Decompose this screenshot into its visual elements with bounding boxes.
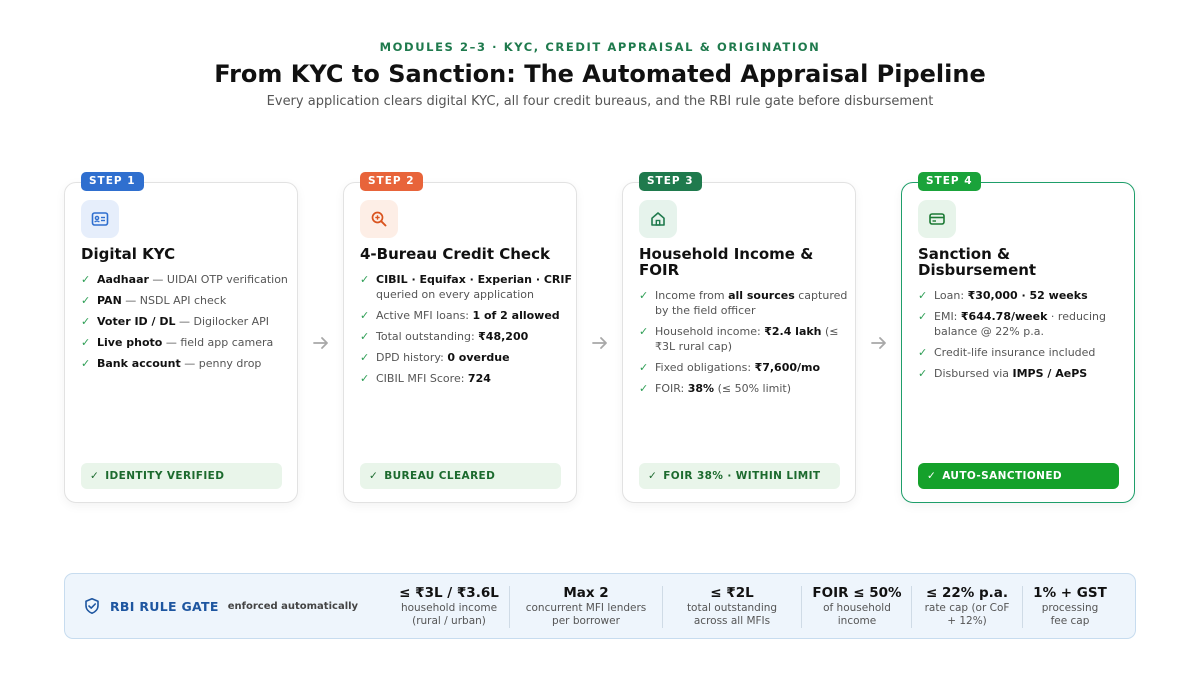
list-item: ✓Live photo — field app camera xyxy=(81,336,274,349)
step-card-kyc: STEP 1 Digital KYC ✓Aadhaar — UIDAI OTP … xyxy=(64,172,298,503)
card-title: 4-Bureau Credit Check xyxy=(360,245,550,263)
check-icon: ✓ xyxy=(927,470,937,482)
page-title: From KYC to Sanction: The Automated Appr… xyxy=(214,60,986,88)
arrow-right-icon xyxy=(313,337,328,349)
id-card-icon xyxy=(81,200,119,238)
divider xyxy=(911,586,912,628)
gate-subtitle: enforced automatically xyxy=(227,600,359,612)
list-item: ✓Disbursed via IMPS / AePS xyxy=(918,367,1088,380)
list-item: ✓Aadhaar — UIDAI OTP verification xyxy=(81,273,288,286)
gate-title: RBI RULE GATE xyxy=(110,598,219,614)
list-item: ✓DPD history: 0 overdue xyxy=(360,351,510,364)
check-list: ✓CIBIL · Equifax · Experian · CRIF queri… xyxy=(360,272,572,392)
check-icon: ✓ xyxy=(360,330,370,343)
step-card-bureau: STEP 2 4-Bureau Credit Check ✓CIBIL · Eq… xyxy=(343,172,577,503)
check-icon: ✓ xyxy=(639,325,649,338)
check-icon: ✓ xyxy=(81,273,91,286)
arrow-right-icon xyxy=(871,337,886,349)
list-item: ✓PAN — NSDL API check xyxy=(81,294,227,307)
card-title: Sanction & Disbursement xyxy=(918,245,1037,279)
step-badge: STEP 1 xyxy=(81,172,144,191)
list-item: ✓Fixed obligations: ₹7,600/mo xyxy=(639,361,821,374)
rule-stat: FOIR ≤ 50% of household income xyxy=(812,585,902,627)
list-item: ✓Voter ID / DL — Digilocker API xyxy=(81,315,270,328)
status-badge: ✓AUTO-SANCTIONED xyxy=(918,463,1119,489)
check-icon: ✓ xyxy=(360,351,370,364)
list-item: ✓EMI: ₹644.78/week · reducing balance @ … xyxy=(918,310,1106,338)
check-list: ✓Income from all sources captured by the… xyxy=(639,288,851,402)
check-icon: ✓ xyxy=(639,289,649,302)
step-card-sanction: STEP 4 Sanction & Disbursement ✓Loan: ₹3… xyxy=(901,172,1135,503)
list-item: ✓Household income: ₹2.4 lakh (≤ ₹3L rura… xyxy=(639,325,839,353)
check-icon: ✓ xyxy=(918,289,928,302)
check-icon: ✓ xyxy=(360,309,370,322)
list-item: ✓Loan: ₹30,000 · 52 weeks xyxy=(918,289,1088,302)
step-badge: STEP 2 xyxy=(360,172,423,191)
list-item: ✓Total outstanding: ₹48,200 xyxy=(360,330,529,343)
check-icon: ✓ xyxy=(648,470,658,482)
shield-check-icon xyxy=(85,598,99,614)
divider xyxy=(509,586,510,628)
check-icon: ✓ xyxy=(918,367,928,380)
eyebrow: MODULES 2–3 · KYC, CREDIT APPRAISAL & OR… xyxy=(379,40,821,54)
arrow-right-icon xyxy=(592,337,607,349)
divider xyxy=(801,586,802,628)
check-icon: ✓ xyxy=(360,372,370,385)
check-icon: ✓ xyxy=(639,361,649,374)
status-badge: ✓IDENTITY VERIFIED xyxy=(81,463,282,489)
rule-stat: ≤ ₹2L total outstanding across all MFIs xyxy=(686,585,778,627)
check-list: ✓Loan: ₹30,000 · 52 weeks ✓EMI: ₹644.78/… xyxy=(918,288,1130,387)
card-title: Household Income & FOIR xyxy=(639,245,814,279)
check-icon: ✓ xyxy=(81,315,91,328)
card-icon xyxy=(918,200,956,238)
divider xyxy=(662,586,663,628)
header: MODULES 2–3 · KYC, CREDIT APPRAISAL & OR… xyxy=(0,40,1200,109)
status-badge: ✓FOIR 38% · WITHIN LIMIT xyxy=(639,463,840,489)
check-icon: ✓ xyxy=(81,336,91,349)
check-icon: ✓ xyxy=(360,273,370,286)
status-badge: ✓BUREAU CLEARED xyxy=(360,463,561,489)
card-title: Digital KYC xyxy=(81,245,176,263)
page-subtitle: Every application clears digital KYC, al… xyxy=(266,94,934,109)
check-icon: ✓ xyxy=(90,470,100,482)
home-icon xyxy=(639,200,677,238)
search-icon xyxy=(360,200,398,238)
list-item: ✓Active MFI loans: 1 of 2 allowed xyxy=(360,309,560,322)
rule-stat: ≤ ₹3L / ₹3.6L household income (rural / … xyxy=(399,585,499,627)
list-item: ✓Credit-life insurance included xyxy=(918,346,1096,359)
gate-label: RBI RULE GATE enforced automatically xyxy=(83,597,358,615)
rule-stat: 1% + GST processing fee cap xyxy=(1033,585,1107,627)
check-icon: ✓ xyxy=(81,357,91,370)
list-item: ✓CIBIL · Equifax · Experian · CRIF queri… xyxy=(360,273,573,301)
list-item: ✓FOIR: 38% (≤ 50% limit) xyxy=(639,382,792,395)
step-card-income: STEP 3 Household Income & FOIR ✓Income f… xyxy=(622,172,856,503)
check-icon: ✓ xyxy=(918,310,928,323)
rbi-rule-gate: RBI RULE GATE enforced automatically ≤ ₹… xyxy=(64,573,1136,639)
rule-stat: ≤ 22% p.a. rate cap (or CoF + 12%) xyxy=(924,585,1010,627)
check-icon: ✓ xyxy=(369,470,379,482)
list-item: ✓Bank account — penny drop xyxy=(81,357,262,370)
check-icon: ✓ xyxy=(918,346,928,359)
check-list: ✓Aadhaar — UIDAI OTP verification ✓PAN —… xyxy=(81,272,293,377)
list-item: ✓Income from all sources captured by the… xyxy=(639,289,848,317)
rule-stat: Max 2 concurrent MFI lenders per borrowe… xyxy=(525,585,647,627)
check-icon: ✓ xyxy=(639,382,649,395)
list-item: ✓CIBIL MFI Score: 724 xyxy=(360,372,491,385)
step-badge: STEP 4 xyxy=(918,172,981,191)
check-icon: ✓ xyxy=(81,294,91,307)
divider xyxy=(1022,586,1023,628)
step-badge: STEP 3 xyxy=(639,172,702,191)
